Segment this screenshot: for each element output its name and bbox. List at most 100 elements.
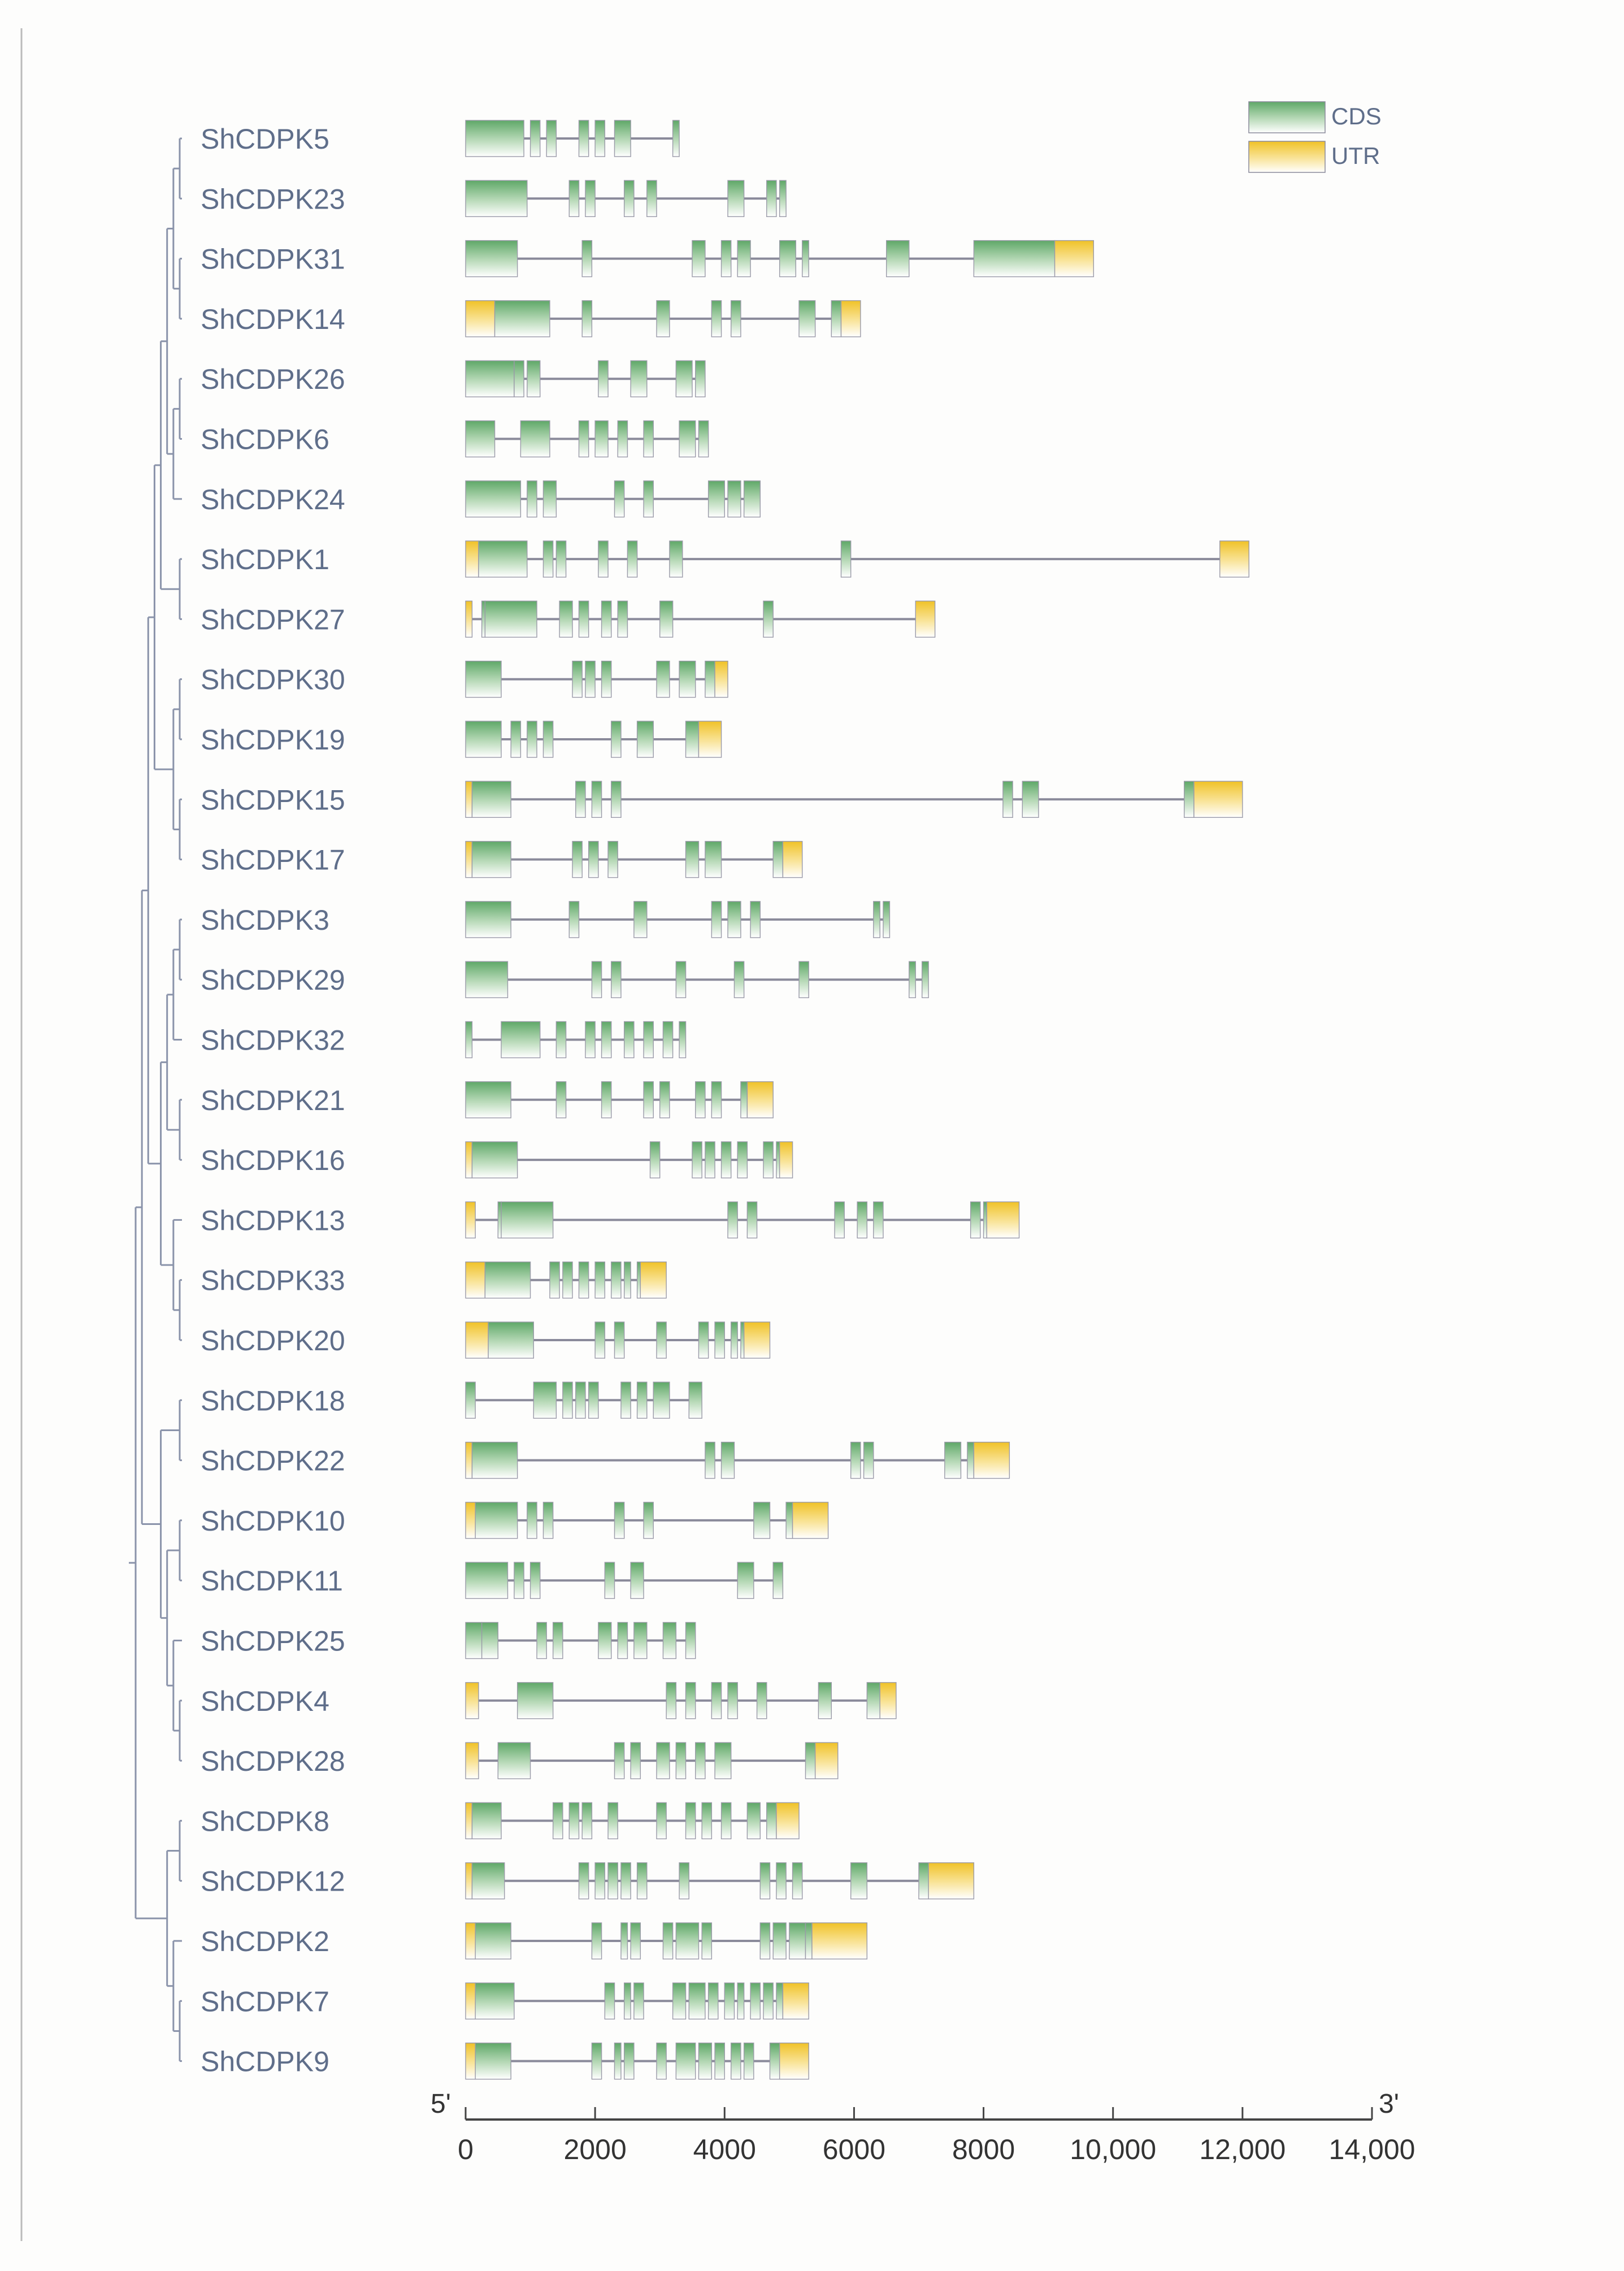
cds-block xyxy=(475,2042,511,2080)
cds-block xyxy=(776,1862,787,1900)
cds-block xyxy=(588,840,599,878)
cds-block xyxy=(662,1922,674,1960)
gene-label: ShCDPK3 xyxy=(201,904,329,936)
cds-block xyxy=(620,1922,628,1960)
cds-block xyxy=(714,1742,732,1779)
cds-block xyxy=(630,1562,644,1599)
cds-block xyxy=(970,1201,981,1239)
cds-block xyxy=(743,2042,754,2080)
cds-block xyxy=(643,1081,654,1119)
cds-block xyxy=(750,1982,761,2020)
cds-block xyxy=(465,240,518,278)
cds-block xyxy=(688,1381,702,1419)
cds-block xyxy=(475,1502,518,1539)
cds-block xyxy=(711,1682,722,1719)
cds-block xyxy=(695,1742,706,1779)
cds-block xyxy=(614,480,625,518)
axis-tick-label: 4000 xyxy=(693,2134,756,2165)
cds-block xyxy=(552,1622,563,1659)
cds-block xyxy=(763,1141,774,1178)
cds-block xyxy=(759,1862,771,1900)
utr-block xyxy=(928,1862,975,1900)
cds-block xyxy=(798,961,809,998)
cds-block xyxy=(707,480,725,518)
cds-block xyxy=(772,1922,787,1960)
cds-block xyxy=(465,721,502,758)
cds-block xyxy=(542,540,554,578)
cds-block xyxy=(737,1982,745,2020)
cds-block xyxy=(720,240,732,278)
gene-label: ShCDPK25 xyxy=(201,1626,345,1657)
cds-block xyxy=(542,721,554,758)
cds-block xyxy=(720,1441,735,1479)
cds-block xyxy=(711,300,722,337)
axis-tick-label: 0 xyxy=(458,2134,474,2165)
cds-block xyxy=(731,1321,738,1359)
legend-cds-swatch xyxy=(1248,101,1326,133)
cds-block xyxy=(588,1381,599,1419)
gene-label: ShCDPK12 xyxy=(201,1866,345,1897)
cds-block xyxy=(465,1381,476,1419)
utr-block xyxy=(465,540,479,578)
gene-structure-row xyxy=(465,360,706,397)
cds-block xyxy=(465,1081,511,1119)
cds-block xyxy=(614,2042,622,2080)
axis-tick-label: 6000 xyxy=(823,2134,885,2165)
cds-block xyxy=(695,360,706,397)
utr-block xyxy=(1054,240,1095,278)
gene-structure-row xyxy=(465,1742,839,1779)
cds-block xyxy=(601,1081,612,1119)
axis-start-label: 5' xyxy=(431,2089,451,2119)
cds-block xyxy=(533,1381,557,1419)
gene-label: ShCDPK9 xyxy=(201,2046,329,2078)
gene-label: ShCDPK8 xyxy=(201,1805,329,1837)
utr-block xyxy=(1193,781,1243,818)
cds-block xyxy=(705,660,715,698)
cds-block xyxy=(1022,781,1039,818)
cds-block xyxy=(669,540,683,578)
cds-block xyxy=(630,1742,641,1779)
cds-block xyxy=(542,1502,554,1539)
cds-block xyxy=(630,360,648,397)
cds-block xyxy=(857,1201,868,1239)
cds-block xyxy=(623,180,635,217)
cds-block xyxy=(604,1982,615,2020)
gene-label: ShCDPK33 xyxy=(201,1265,345,1297)
cds-block xyxy=(572,840,583,878)
utr-block xyxy=(465,1441,473,1479)
utr-block xyxy=(465,781,473,818)
utr-block xyxy=(465,1862,473,1900)
gene-structure-row xyxy=(465,180,787,217)
utr-block xyxy=(879,1682,897,1719)
gene-structure-row xyxy=(465,961,929,998)
cds-block xyxy=(527,721,537,758)
phylogenetic-tree xyxy=(129,137,182,2062)
cds-block xyxy=(705,840,722,878)
utr-block xyxy=(814,1742,839,1779)
cds-block xyxy=(646,180,657,217)
legend-cds-label: CDS xyxy=(1331,103,1382,129)
cds-block xyxy=(611,1261,622,1299)
gene-label: ShCDPK27 xyxy=(201,604,345,635)
gene-label: ShCDPK5 xyxy=(201,123,329,155)
utr-block xyxy=(465,1321,489,1359)
cds-block xyxy=(594,1862,606,1900)
cds-block xyxy=(627,540,638,578)
cds-block xyxy=(607,840,618,878)
cds-block xyxy=(614,120,631,157)
cds-block xyxy=(607,1802,618,1840)
cds-block xyxy=(555,1021,567,1059)
cds-block xyxy=(672,120,680,157)
cds-block xyxy=(705,1141,715,1178)
cds-block xyxy=(698,2042,713,2080)
cds-block xyxy=(679,1021,687,1059)
legend-utr-label: UTR xyxy=(1331,142,1380,169)
cds-block xyxy=(763,1982,774,2020)
cds-block xyxy=(633,1982,644,2020)
cds-block xyxy=(727,901,741,938)
cds-block xyxy=(614,1742,625,1779)
cds-block xyxy=(685,1682,696,1719)
cds-block xyxy=(727,1201,738,1239)
cds-block xyxy=(714,1321,725,1359)
